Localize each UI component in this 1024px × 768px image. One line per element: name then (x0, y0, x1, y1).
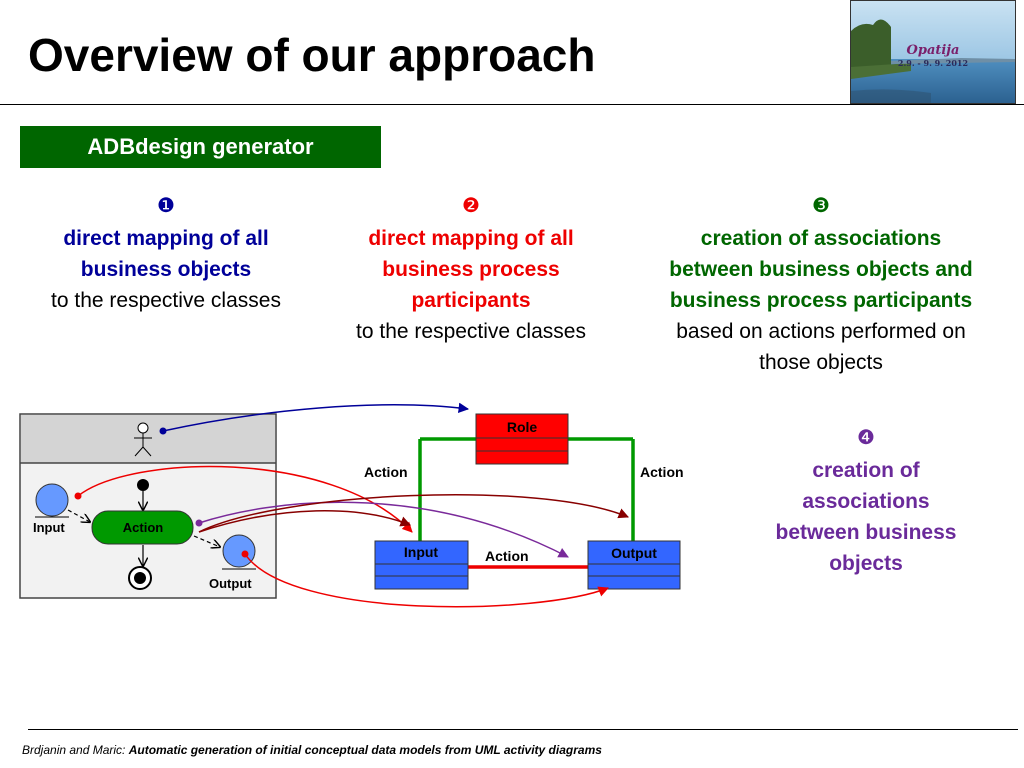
action-node (91, 510, 194, 545)
flow-action-to-output (193, 535, 220, 547)
output-object-icon (222, 534, 256, 570)
arrow-action-to-left-assoc (198, 510, 411, 533)
class-input: Input (374, 540, 469, 590)
actor-icon (134, 422, 152, 457)
class-role-name: Role (507, 419, 538, 435)
arrow-actor-to-role (162, 402, 470, 432)
col3-plain-line-2: those objects (759, 351, 883, 374)
col2-highlight-line-1: direct mapping of all (368, 227, 574, 250)
col2-plain-line-1: to the respective classes (356, 320, 586, 343)
class-diagram: Role Input Output Action Action Action (364, 413, 684, 590)
activity-output-label: Output (209, 576, 252, 591)
action-node-label: Action (123, 520, 164, 535)
footer-title: Automatic generation of initial conceptu… (128, 743, 602, 757)
footer-divider (28, 729, 1018, 730)
col1-highlight-line-1: direct mapping of all (63, 227, 269, 250)
column-3: ❸ creation of associations between busin… (630, 193, 1012, 378)
col4-highlight-line-1: creation of (812, 459, 920, 482)
activity-diagram: Input Action Output (19, 413, 277, 599)
col3-highlight-line-3: business process participants (669, 289, 973, 312)
col4-highlight-line-3: between business (775, 521, 957, 544)
logo-city-text: Opatija (906, 43, 960, 58)
step-marker-3: ❸ (812, 195, 830, 217)
column-1: ❶ direct mapping of all business objects… (20, 193, 312, 316)
step-marker-2: ❷ (462, 195, 480, 217)
class-output: Output (587, 540, 681, 590)
col4-highlight-line-4: objects (829, 552, 903, 575)
col2-highlight-line-3: participants (411, 289, 531, 312)
final-node-icon (128, 566, 152, 590)
title-divider (0, 104, 1024, 105)
arrow-action-to-bottom-assoc (198, 501, 569, 558)
footer-citation: Brdjanin and Maric: Automatic generation… (22, 743, 602, 757)
footer-authors: Brdjanin and Maric: (22, 743, 129, 757)
initial-node-icon (137, 479, 149, 491)
assoc-label-left: Action (364, 464, 408, 480)
col3-highlight-line-1: creation of associations (700, 227, 942, 250)
col1-plain-line-1: to the respective classes (51, 289, 281, 312)
col3-plain-line-1: based on actions performed on (676, 320, 966, 343)
col2-highlight-line-2: business process (382, 258, 560, 281)
assoc-label-bottom: Action (485, 548, 529, 564)
input-object-icon (35, 483, 69, 518)
slide-title: Overview of our approach (28, 29, 596, 81)
class-role: Role (475, 413, 569, 465)
arrow-action-purple-start (195, 519, 203, 527)
logo-dates-text: 2.9. - 9. 9. 2012 (897, 58, 969, 68)
col3-highlight-line-2: between business objects and (669, 258, 973, 281)
arrow-actor-to-role-start (159, 427, 167, 435)
activity-input-label: Input (33, 520, 65, 535)
arrow-action-to-right-assoc (198, 494, 629, 533)
swimlane-header (21, 415, 275, 463)
arrow-input-start (74, 492, 82, 500)
arrow-output-start (241, 550, 249, 558)
conference-logo-photo: Opatija 2.9. - 9. 9. 2012 (850, 0, 1016, 104)
class-output-name: Output (611, 545, 657, 561)
class-input-name: Input (404, 544, 439, 560)
step-marker-1: ❶ (157, 195, 175, 217)
mapping-arrows (74, 402, 629, 608)
col4-highlight-line-2: associations (802, 490, 930, 513)
section-banner: ADBdesign generator (20, 126, 381, 168)
column-2: ❷ direct mapping of all business process… (326, 193, 616, 347)
col1-highlight-line-2: business objects (80, 258, 252, 281)
arrow-output-to-class-output (244, 553, 609, 608)
column-4: ❹ creation of associations between busin… (735, 425, 997, 579)
step-marker-4: ❹ (857, 427, 875, 449)
assoc-label-right: Action (640, 464, 684, 480)
